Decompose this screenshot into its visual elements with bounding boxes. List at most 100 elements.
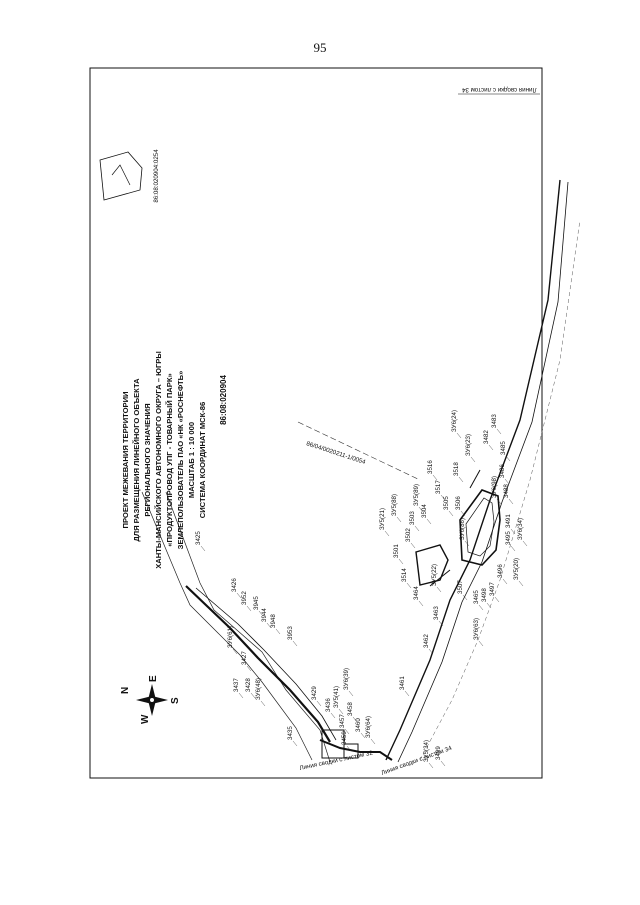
title-line-6: ЗЕМЛЕПОЛЬЗОВАТЕЛЬ ПАО «НК «РОСНЕФТЬ» bbox=[176, 371, 185, 550]
match-line-top: Линия сводки с листом 34 bbox=[461, 86, 536, 93]
zone-leader bbox=[232, 648, 238, 655]
parcel-leader bbox=[418, 600, 424, 607]
zone-label: ЗУ5(20) bbox=[513, 558, 520, 580]
zone-leader bbox=[370, 738, 376, 745]
parcel-label: 3435 bbox=[287, 726, 294, 740]
parcel-label: 3948 bbox=[270, 614, 277, 628]
zone-leader bbox=[338, 708, 344, 715]
parcel-leader bbox=[426, 518, 432, 525]
zone-leader bbox=[522, 540, 528, 547]
parcel-label: 3461 bbox=[399, 676, 406, 690]
pipeline-corridor-right bbox=[385, 179, 561, 761]
parcel-leader bbox=[508, 498, 514, 505]
parcel-leader bbox=[404, 690, 410, 697]
parcel-label: 3436 bbox=[325, 698, 332, 712]
title-line-8: СИСТЕМА КООРДИНАТ МСК-86 bbox=[198, 402, 207, 519]
parcel-leader bbox=[275, 628, 281, 635]
title-line-4: ХАНТЫ-МАНСИЙСКОГО АВТОНОМНОГО ОКРУГА – Ю… bbox=[154, 351, 163, 569]
parcel-label: 3485 bbox=[500, 441, 507, 455]
parcel-number-diag: 86/04/0020211-1/0054 bbox=[305, 440, 366, 466]
parcel-leader bbox=[438, 620, 444, 627]
parcel-leader bbox=[258, 610, 264, 617]
parcel-label: 3504 bbox=[421, 504, 428, 518]
zone-leader bbox=[418, 506, 424, 513]
parcel-label: 3425 bbox=[195, 531, 202, 545]
well-pad-right bbox=[459, 489, 501, 566]
parcel-label: 3429 bbox=[311, 686, 318, 700]
parcel-label: 3944 bbox=[261, 608, 268, 622]
parcel-label: 3491 bbox=[505, 514, 512, 528]
parcel-leader bbox=[510, 545, 516, 552]
parcel-label: 3428 bbox=[245, 678, 252, 692]
zone-label: ЗУ5(21) bbox=[379, 508, 386, 530]
parcel-label: 3501 bbox=[393, 544, 400, 558]
zone-leader bbox=[470, 456, 476, 463]
zone-label: ЗУ6(64) bbox=[365, 716, 372, 738]
parcel-leader bbox=[236, 592, 242, 599]
parcel-leader bbox=[406, 582, 412, 589]
quarter-boundary-left bbox=[141, 491, 313, 761]
parcel-label: 3503 bbox=[409, 511, 416, 525]
parcel-leader bbox=[414, 525, 420, 532]
parcel-label: 3502 bbox=[405, 528, 412, 542]
parcel-leader bbox=[246, 605, 252, 612]
parcel-leader bbox=[292, 740, 298, 747]
parcel-label: 3464 bbox=[413, 586, 420, 600]
parcel-leader bbox=[510, 528, 516, 535]
compass-e: E bbox=[148, 675, 159, 682]
zone-leader bbox=[428, 762, 434, 769]
zone-leader bbox=[396, 516, 402, 523]
zone-label: ЗУ6(98) bbox=[491, 476, 498, 498]
zone-leader bbox=[348, 690, 354, 697]
title-line-1: ПРОЕКТ МЕЖЕВАНИЯ ТЕРРИТОРИИ bbox=[121, 391, 130, 528]
parcel-leader bbox=[292, 640, 298, 647]
zone-leader bbox=[260, 700, 266, 707]
parcel-label: 3460 bbox=[355, 718, 362, 732]
parcel-symbol bbox=[99, 151, 143, 201]
bottom-connector bbox=[319, 739, 393, 761]
parcel-label: 3482 bbox=[483, 430, 490, 444]
parcel-label: 3516 bbox=[427, 460, 434, 474]
parcel-leader bbox=[494, 596, 500, 603]
title-line-5: «ПРОДУКТОПРОВОД УПГ - ТОВАРНЫЙ ПАРК» bbox=[165, 373, 174, 546]
well-pad-left bbox=[415, 544, 449, 586]
parcel-label: 3457 bbox=[339, 714, 346, 728]
title-line-7: МАСШТАБ 1 : 10 000 bbox=[187, 422, 196, 498]
zone-leader bbox=[456, 432, 462, 439]
zone-label: ЗУ6(39) bbox=[343, 668, 350, 690]
parcel-leader bbox=[246, 665, 252, 672]
zone-label: ЗУ5(41) bbox=[333, 686, 340, 708]
parcel-label: 3458 bbox=[347, 702, 354, 716]
parcel-label: 3505 bbox=[443, 496, 450, 510]
parcel-leader bbox=[440, 494, 446, 501]
parcel-leader bbox=[462, 594, 468, 601]
parcel-label: 3498 bbox=[481, 588, 488, 602]
zone-label: ЗУ5(34) bbox=[423, 740, 430, 762]
zone-label: ЗУ5(88) bbox=[391, 494, 398, 516]
parcel-label: 3507 bbox=[457, 580, 464, 594]
zone-leader bbox=[518, 580, 524, 587]
parcel-leader bbox=[428, 648, 434, 655]
parcel-label: 3426 bbox=[231, 578, 238, 592]
compass-n: N bbox=[120, 687, 131, 694]
zone-leader bbox=[384, 530, 390, 537]
parcel-label: 3459 bbox=[341, 731, 348, 745]
parcel-leader bbox=[250, 692, 256, 699]
parcel-label: 3499 bbox=[435, 746, 442, 760]
parcel-label: 3495 bbox=[505, 531, 512, 545]
parcel-leader bbox=[460, 510, 466, 517]
parcel-leader bbox=[496, 428, 502, 435]
title-line-3: РЕГИОНАЛЬНОГО ЗНАЧЕНИЯ bbox=[143, 403, 152, 516]
parcel-label: 3506 bbox=[455, 496, 462, 510]
map-frame bbox=[89, 67, 543, 779]
quarter-boundary-left-2 bbox=[165, 491, 331, 763]
zone-label: ЗУ5(22) bbox=[431, 564, 438, 586]
cadastral-quarter-label: 86:08:020904 bbox=[219, 375, 228, 425]
parcel-label: 3465 bbox=[473, 590, 480, 604]
parcel-label: 3462 bbox=[423, 634, 430, 648]
parcel-leader bbox=[488, 444, 494, 451]
zone-label: ЗУ6(86) bbox=[459, 518, 466, 540]
parcel-label: 3496 bbox=[497, 564, 504, 578]
parcel-leader bbox=[440, 760, 446, 767]
parcel-leader bbox=[502, 578, 508, 585]
